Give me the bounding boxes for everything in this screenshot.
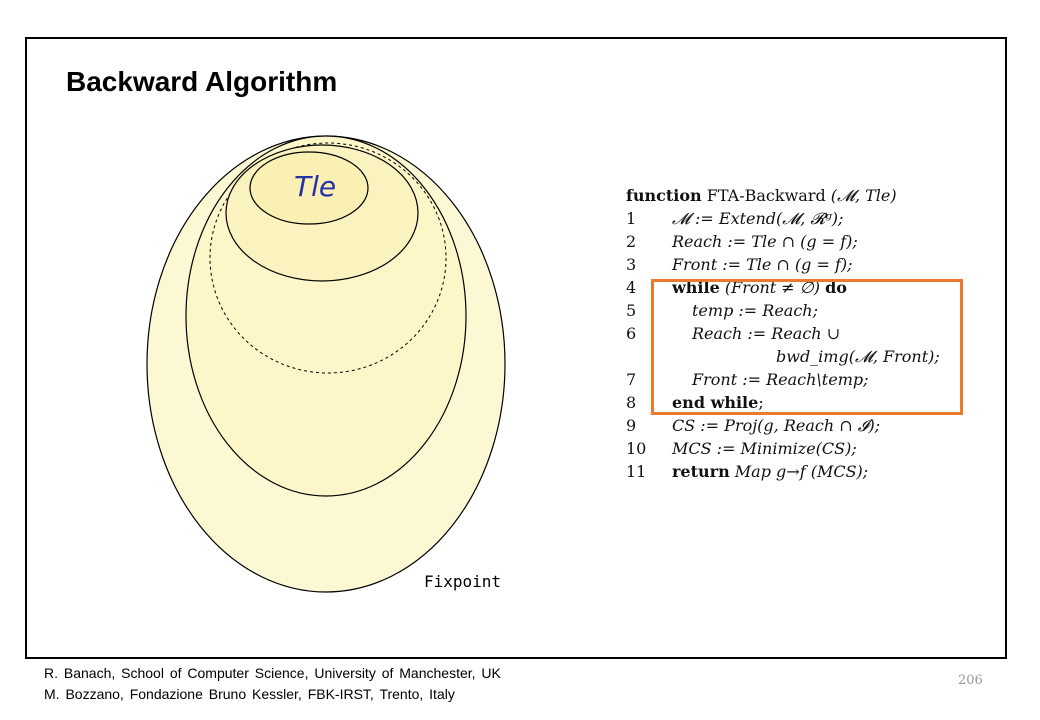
- iteration-ellipse-2: [209, 142, 447, 374]
- do-keyword: do: [825, 278, 847, 297]
- algorithm-listing: function FTA-Backward (𝓜, Tle) 1 𝓜 := Ex…: [626, 184, 940, 483]
- line-code: end while;: [672, 391, 764, 414]
- line-code: MCS := Minimize(CS);: [672, 439, 857, 458]
- algorithm-line: bwd_img(𝓜, Front);: [626, 345, 940, 368]
- line-code: CS := Proj(g, Reach ∩ 𝓘);: [672, 416, 881, 435]
- algorithm-line: 4 while (Front ≠ ∅) do: [626, 276, 897, 299]
- algorithm-line: 5 temp := Reach;: [626, 299, 897, 322]
- page-number: 206: [958, 673, 983, 688]
- line-number: 4: [626, 278, 637, 297]
- return-expression: Map g→f (MCS);: [734, 462, 869, 481]
- algorithm-line: 1 𝓜 := Extend(𝓜, 𝓡ᵍ);: [626, 207, 897, 230]
- loop-highlight-box: [651, 279, 963, 415]
- tle-ellipse: [249, 151, 369, 225]
- while-condition: (Front ≠ ∅): [724, 278, 820, 297]
- slide-title: Backward Algorithm: [66, 66, 338, 97]
- tle-label: Tle: [294, 170, 337, 203]
- end-while-keyword: end while: [672, 393, 759, 412]
- line-number: 1: [626, 209, 637, 228]
- line-code: Reach := Tle ∩ (g = f);: [672, 232, 858, 251]
- line-code: while (Front ≠ ∅) do: [672, 276, 847, 299]
- line-code-rest: ;: [758, 393, 764, 412]
- line-number: 11: [626, 462, 647, 481]
- algorithm-header: function FTA-Backward (𝓜, Tle): [626, 184, 897, 207]
- line-number: 10: [626, 439, 647, 458]
- line-code: 𝓜 := Extend(𝓜, 𝓡ᵍ);: [672, 209, 844, 228]
- algorithm-line: 6 Reach := Reach ∪: [626, 322, 897, 345]
- function-keyword: function: [626, 186, 702, 205]
- line-number: 8: [626, 393, 637, 412]
- algorithm-line: 2 Reach := Tle ∩ (g = f);: [626, 230, 897, 253]
- footer-line-1: R. Banach, School of Computer Science, U…: [44, 665, 501, 681]
- return-keyword: return: [672, 462, 730, 481]
- algorithm-line: 10 MCS := Minimize(CS);: [626, 437, 897, 460]
- line-code: bwd_img(𝓜, Front);: [776, 347, 940, 366]
- line-number: 3: [626, 255, 637, 274]
- line-number: 5: [626, 301, 637, 320]
- fixpoint-label: Fixpoint: [424, 572, 502, 591]
- footer-line-2: M. Bozzano, Fondazione Bruno Kessler, FB…: [44, 686, 455, 702]
- line-code: Front := Reach\temp;: [692, 370, 869, 389]
- line-code: Front := Tle ∩ (g = f);: [672, 255, 853, 274]
- line-number: 2: [626, 232, 637, 251]
- algorithm-line: 8 end while;: [626, 391, 897, 414]
- algorithm-line: 7 Front := Reach\temp;: [626, 368, 897, 391]
- algorithm-line: 9 CS := Proj(g, Reach ∩ 𝓘);: [626, 414, 897, 437]
- algorithm-line: 3 Front := Tle ∩ (g = f);: [626, 253, 897, 276]
- while-keyword: while: [672, 278, 720, 297]
- line-number: 7: [626, 370, 637, 389]
- footer-credits: R. Banach, School of Computer Science, U…: [44, 663, 501, 705]
- algorithm-line: 11 return Map g→f (MCS);: [626, 460, 897, 483]
- line-number: 9: [626, 416, 637, 435]
- line-code: return Map g→f (MCS);: [672, 460, 868, 483]
- line-code: Reach := Reach ∪: [692, 324, 841, 343]
- function-args: (𝓜, Tle): [830, 186, 897, 205]
- line-number: 6: [626, 324, 637, 343]
- function-name: FTA-Backward: [706, 186, 826, 205]
- line-code: temp := Reach;: [692, 301, 818, 320]
